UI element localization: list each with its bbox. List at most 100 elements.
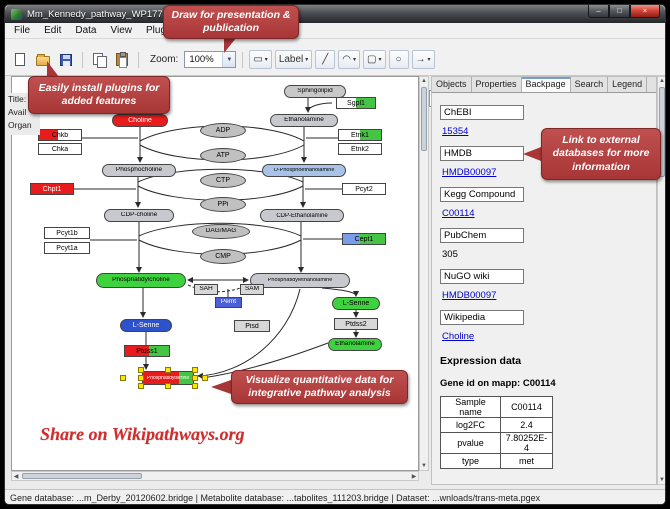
status-bar: Gene database: ...m_Derby_20120602.bridg… <box>5 489 665 504</box>
pathway-node-choline[interactable]: Choline <box>112 114 168 127</box>
close-button[interactable]: × <box>630 5 660 18</box>
backpage-link[interactable]: HMDB00097 <box>442 290 497 301</box>
ellipse-tool-button[interactable]: ○ <box>388 50 409 69</box>
menu-item-view[interactable]: View <box>110 25 132 36</box>
connector-tool-button[interactable]: →▾ <box>411 50 435 69</box>
pathway-node-l-serine-right[interactable]: L-Serine <box>332 297 380 310</box>
tab-objects[interactable]: Objects <box>432 77 472 92</box>
close-icon: × <box>642 6 648 16</box>
menu-item-file[interactable]: File <box>14 25 31 36</box>
toolbar-separator <box>138 51 139 68</box>
pathway-node-chkb[interactable]: Chkb <box>38 129 82 141</box>
pathway-node-cept1[interactable]: Cept1 <box>342 233 386 245</box>
pathway-node-pisd[interactable]: Pisd <box>234 320 270 332</box>
maximize-button[interactable]: □ <box>609 5 630 18</box>
scroll-left-icon[interactable]: ◀ <box>13 474 19 480</box>
save-file-button[interactable] <box>56 50 76 69</box>
paste-button[interactable] <box>112 50 132 69</box>
pathway-node-dag-mag[interactable]: DAG/MAG <box>192 224 250 239</box>
canvas-vertical-scrollbar[interactable]: ▲ ▼ <box>419 76 429 471</box>
shape-tool-button[interactable]: ▢▾ <box>363 50 386 69</box>
zoom-combobox[interactable]: 100% ▼ <box>184 51 237 68</box>
pathway-node-cdp-choline[interactable]: CDP-choline <box>104 209 174 222</box>
pathway-node-ethanolamine-top[interactable]: Ethanolamine <box>270 114 338 127</box>
pathway-node-ctp[interactable]: CTP <box>200 173 246 188</box>
pathway-node-pcyt1a[interactable]: Pcyt1a <box>44 242 90 254</box>
pathway-node-phosphocholine[interactable]: Phosphocholine <box>102 164 176 177</box>
expression-label-cell: Sample name <box>440 396 501 418</box>
window-titlebar[interactable]: Mm_Kennedy_pathway_WP1771_45176.gpml... … <box>5 5 665 23</box>
pathway-node-o-phosphoethanolamine[interactable]: O-Phosphoethanolamine <box>262 164 346 177</box>
tab-backpage[interactable]: Backpage <box>521 77 571 92</box>
pathway-node-adp[interactable]: ADP <box>200 123 246 138</box>
pathway-edge[interactable] <box>201 342 329 381</box>
selection-handle[interactable] <box>192 367 198 373</box>
selection-handle[interactable] <box>138 383 144 389</box>
scrollbar-thumb[interactable] <box>421 87 427 151</box>
pathway-node-chka[interactable]: Chka <box>38 143 82 155</box>
pathway-node-pcyt2[interactable]: Pcyt2 <box>342 183 386 195</box>
line-tool-button[interactable]: ╱ <box>315 50 336 69</box>
scroll-up-icon[interactable]: ▲ <box>421 78 427 84</box>
pathway-edge[interactable] <box>307 102 333 111</box>
scroll-right-icon[interactable]: ▶ <box>411 474 417 480</box>
selection-handle[interactable] <box>202 375 208 381</box>
scroll-down-icon[interactable]: ▼ <box>659 477 665 483</box>
pathway-node-cmp[interactable]: CMP <box>200 249 246 264</box>
datanode-tool-button[interactable]: ▭▾ <box>249 50 272 69</box>
pathway-node-ptdss1[interactable]: Ptdss1 <box>124 345 170 357</box>
backpage-link[interactable]: C00114 <box>442 208 475 219</box>
pathway-node-sgpl1[interactable]: Sgpl1 <box>336 97 376 109</box>
pathway-node-sah[interactable]: SAH <box>194 284 218 295</box>
pathway-node-ppi[interactable]: PPi <box>200 197 246 212</box>
pathway-node-etnk2[interactable]: Etnk2 <box>338 143 382 155</box>
pathway-node-pemt[interactable]: Pemt <box>215 297 242 308</box>
backpage-link[interactable]: Choline <box>442 331 475 342</box>
selection-handle[interactable] <box>165 367 171 373</box>
pathway-node-phosphatidylcholine[interactable]: Phosphatidylcholine <box>96 273 186 288</box>
chevron-down-icon: ▾ <box>353 57 357 63</box>
pathway-node-ptdss2[interactable]: Ptdss2 <box>334 318 378 330</box>
pathway-edge[interactable] <box>321 287 359 297</box>
backpage-link[interactable]: 15354 <box>442 126 469 137</box>
pathway-node-phosphatidylethanolamine[interactable]: Phosphatidylethanolamine <box>250 273 350 288</box>
menu-item-plugins[interactable]: Plugins <box>139 24 186 37</box>
selection-handle[interactable] <box>192 375 198 381</box>
selection-handle[interactable] <box>120 375 126 381</box>
scrollbar-thumb[interactable] <box>22 473 142 479</box>
scroll-up-icon[interactable]: ▲ <box>659 78 665 84</box>
selection-handle[interactable] <box>165 383 171 389</box>
pathway-node-cdp-ethanolamine[interactable]: CDP-Ethanolamine <box>260 209 344 222</box>
paste-icon <box>116 52 128 68</box>
backpage-link[interactable]: HMDB00097 <box>442 167 497 178</box>
minimize-button[interactable]: – <box>588 5 609 18</box>
tab-properties[interactable]: Properties <box>472 77 522 92</box>
tab-legend[interactable]: Legend <box>608 77 648 92</box>
pathway-node-atp[interactable]: ATP <box>200 148 246 163</box>
pathway-edge[interactable] <box>197 288 301 379</box>
menu-item-data[interactable]: Data <box>75 25 97 36</box>
new-file-button[interactable] <box>10 50 30 69</box>
expression-data-heading: Expression data <box>440 355 522 367</box>
scroll-down-icon[interactable]: ▼ <box>421 463 427 469</box>
tab-search[interactable]: Search <box>571 77 609 92</box>
pathway-node-l-serine-left[interactable]: L-Serine <box>120 319 172 332</box>
selection-handle[interactable] <box>138 375 144 381</box>
pathway-node-sphingolipid[interactable]: Sphingolipid <box>284 85 346 98</box>
pathway-node-sam[interactable]: SAM <box>240 284 264 295</box>
pathway-node-etnk1[interactable]: Etnk1 <box>338 129 382 141</box>
label-tool-button[interactable]: Label▾ <box>274 50 313 69</box>
copy-button[interactable] <box>89 50 109 69</box>
callout-link-pointer <box>523 147 541 161</box>
pathway-node-chpt1[interactable]: Chpt1 <box>30 183 74 195</box>
canvas-horizontal-scrollbar[interactable]: ◀ ▶ <box>11 471 419 481</box>
menu-item-edit[interactable]: Edit <box>44 25 62 36</box>
arc-tool-button[interactable]: ◠▾ <box>338 50 361 69</box>
pathway-node-pcyt1b[interactable]: Pcyt1b <box>44 227 90 239</box>
pathway-node-ethanolamine-bottom[interactable]: Ethanolamine <box>328 338 382 351</box>
selection-handle[interactable] <box>192 383 198 389</box>
callout-draw-pointer <box>224 38 236 53</box>
selection-handle[interactable] <box>138 367 144 373</box>
